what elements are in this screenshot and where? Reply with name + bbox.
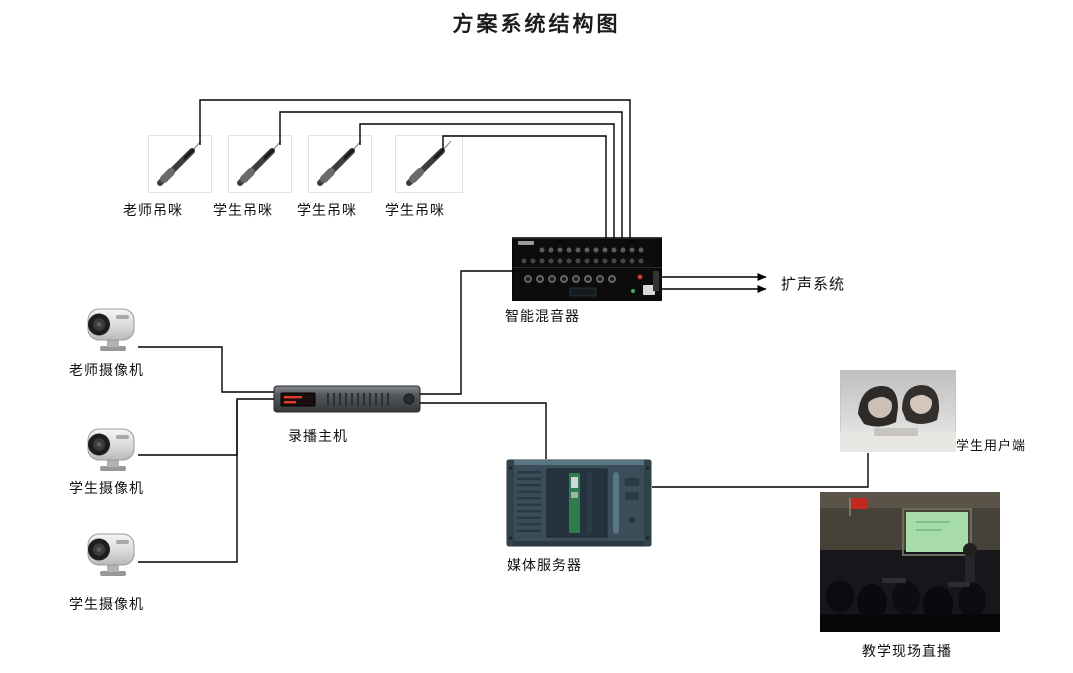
- node-recorder: [273, 383, 421, 415]
- node-camera-teacher: [82, 303, 140, 353]
- camera-student-1-label: 学生摄像机: [69, 480, 144, 496]
- ptz-camera-icon: [87, 308, 135, 351]
- node-mic-student-1: [228, 135, 292, 193]
- wire-student-cam1-to-recorder: [138, 398, 274, 456]
- wire-teacher-cam-to-recorder: [138, 346, 274, 393]
- live-broadcast-photo: [820, 492, 1000, 632]
- node-camera-student-2: [82, 528, 140, 578]
- wire-server-to-clients: [652, 453, 869, 488]
- recorder-label: 录播主机: [288, 428, 348, 444]
- node-mic-teacher: [148, 135, 212, 193]
- classroom-photo: [820, 492, 1000, 632]
- server-chassis-icon: [506, 459, 652, 547]
- wire-recorder-to-server: [420, 402, 547, 459]
- pa-system-label: 扩声系统: [781, 276, 846, 293]
- shotgun-microphone-icon: [395, 135, 463, 193]
- ptz-camera-icon: [87, 533, 135, 576]
- wire-student-cam2-to-recorder: [138, 400, 238, 563]
- wire-mic4-to-mixer: [442, 135, 607, 238]
- live-broadcast-label: 教学现场直播: [862, 643, 952, 659]
- node-camera-student-1: [82, 423, 140, 473]
- mixer-label: 智能混音器: [505, 308, 580, 324]
- ptz-camera-icon: [87, 428, 135, 471]
- audio-mixer-rack-icon: [512, 237, 662, 301]
- mic-teacher-label: 老师吊咪: [123, 202, 183, 218]
- mic-student-3-label: 学生吊咪: [385, 202, 445, 218]
- media-server-label: 媒体服务器: [507, 557, 582, 573]
- camera-teacher-label: 老师摄像机: [69, 362, 144, 378]
- node-mixer: [512, 237, 662, 301]
- wire-recorder-to-mixer: [420, 270, 513, 395]
- shotgun-microphone-icon: [148, 135, 212, 193]
- diagram-title: 方案系统结构图: [452, 13, 621, 36]
- recorder-host-rack-icon: [273, 385, 421, 413]
- camera-student-2-label: 学生摄像机: [69, 596, 144, 612]
- node-media-server: [505, 458, 653, 548]
- student-client-photo: [840, 370, 956, 452]
- students-photo: [840, 370, 956, 452]
- node-mic-student-2: [308, 135, 372, 193]
- node-mic-student-3: [395, 135, 463, 193]
- shotgun-microphone-icon: [228, 135, 292, 193]
- student-client-label: 学生用户端: [956, 438, 1027, 453]
- shotgun-microphone-icon: [308, 135, 372, 193]
